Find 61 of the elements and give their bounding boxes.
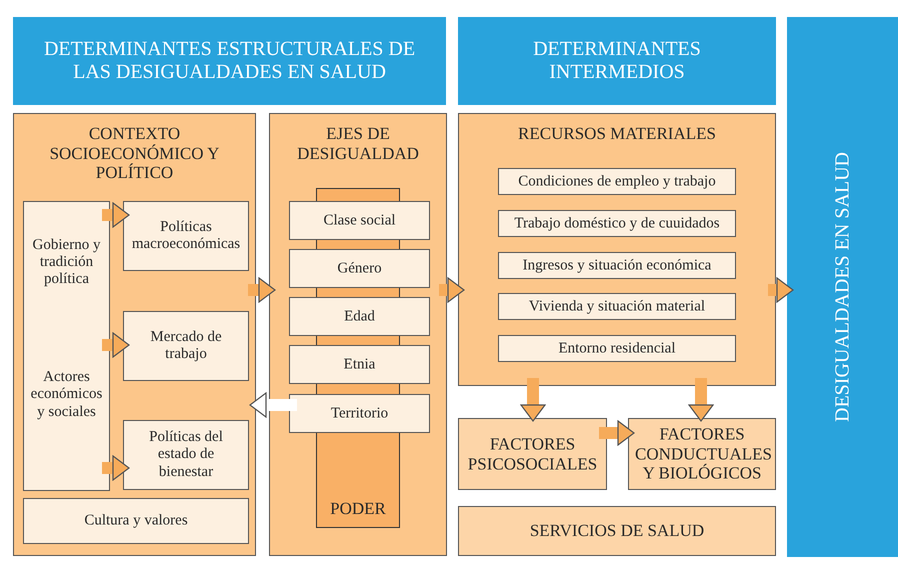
box-label: Género — [336, 260, 383, 278]
actors-box — [23, 201, 110, 491]
axes-panel — [269, 113, 447, 556]
box-label: SERVICIOS DE SALUD — [528, 521, 706, 541]
axis-box — [289, 345, 430, 384]
context-panel — [13, 113, 256, 556]
banner-title: DETERMINANTES ESTRUCTURALES DE LAS DESIGUALDADES EN SALUD — [42, 38, 416, 84]
block-arrow — [102, 455, 130, 481]
header-banner — [13, 17, 446, 105]
block-arrow — [249, 392, 297, 418]
box-label: Actores económicos y sociales — [30, 369, 104, 421]
axis-box — [289, 201, 430, 240]
health-services-box — [458, 506, 776, 556]
block-arrow — [439, 277, 465, 303]
outcome-banner — [787, 17, 898, 557]
box-label: PODER — [329, 499, 387, 519]
box-label: Clase social — [322, 212, 397, 230]
box-label: Cultura y valores — [83, 512, 189, 530]
resource-box — [498, 335, 736, 362]
box-label: Mercado de trabajo — [149, 328, 223, 364]
block-arrow — [102, 202, 130, 228]
box-label: Vivienda y situación material — [528, 298, 706, 316]
block-arrow — [768, 277, 794, 303]
box-label: Trabajo doméstico y de cuuidados — [513, 214, 721, 232]
policy-box — [123, 420, 249, 490]
axis-box — [289, 249, 430, 288]
block-arrow — [688, 378, 714, 422]
box-label: Ingresos y situación económica — [522, 256, 712, 274]
resource-box — [498, 210, 736, 237]
factor-box — [458, 418, 607, 490]
block-arrow — [248, 277, 276, 303]
box-label: Condiciones de empleo y trabajo — [517, 172, 717, 190]
axis-box — [289, 394, 430, 433]
block-arrow — [599, 420, 635, 446]
box-label: FACTORES CONDUCTUALES Y BIOLÓGICOS — [634, 424, 773, 484]
box-label: Entorno residencial — [557, 340, 677, 358]
box-label: Territorio — [330, 404, 390, 422]
box-label: Gobierno y tradición política — [32, 236, 102, 288]
box-label: Políticas del estado de bienestar — [148, 429, 224, 481]
resource-box — [498, 293, 736, 320]
block-arrow — [102, 332, 130, 358]
power-bar — [316, 433, 400, 528]
panel-title: RECURSOS MATERIALES — [517, 124, 717, 144]
box-label: Edad — [343, 308, 376, 326]
resource-box — [498, 252, 736, 279]
resource-box — [498, 168, 736, 195]
box-label: Etnia — [342, 356, 376, 374]
resources-panel — [458, 113, 776, 386]
block-arrow — [520, 378, 546, 422]
header-banner — [458, 17, 776, 105]
panel-title: CONTEXTO SOCIOECONÓMICO Y POLÍTICO — [48, 124, 220, 183]
policy-box — [123, 201, 249, 271]
axis-box — [289, 297, 430, 336]
box-label: FACTORES PSICOSOCIALES — [466, 434, 598, 474]
box-label: Políticas macroeconómicas — [130, 218, 242, 254]
culture-box — [23, 498, 249, 544]
factor-box — [628, 418, 776, 490]
banner-title: DETERMINANTES INTERMEDIOS — [532, 38, 702, 84]
banner-title: DESIGUALDADES EN SALUD — [831, 152, 854, 422]
panel-title: EJES DE DESIGUALDAD — [296, 124, 420, 164]
policy-box — [123, 311, 249, 381]
